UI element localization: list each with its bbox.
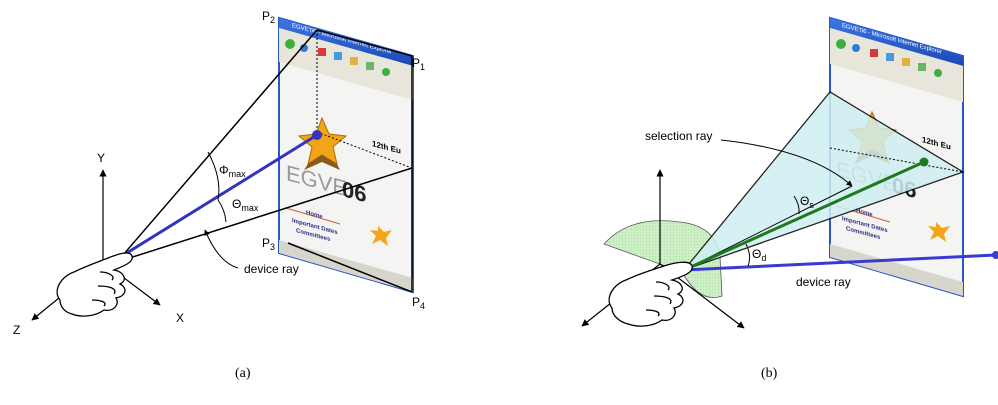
frustum-a (116, 29, 413, 293)
selection-hit-point-b (919, 157, 929, 167)
caption-b: (b) (761, 366, 778, 381)
point-p3-a: P3 (262, 236, 275, 252)
hand-cone-b (603, 220, 723, 298)
device-ray-end-b (992, 251, 998, 259)
logo-star-a (297, 116, 348, 170)
axis-y-label-a: Y (97, 151, 105, 165)
angle-theta-s-b: Θs (800, 194, 814, 210)
toolbar-icons-a (285, 39, 390, 76)
browser-window-b: EGVE'06 - Microsoft Internet Explorer EG… (829, 16, 964, 298)
device-ray-b (683, 253, 997, 272)
selection-cone-b (682, 91, 965, 272)
point-p1-a: P1 (412, 56, 425, 72)
selection-ray-label-b: selection ray (645, 129, 712, 143)
window-titlebar-a (279, 18, 413, 66)
cone-guide-b (829, 147, 964, 173)
caption-a: (a) (235, 366, 251, 381)
selection-ray-b (683, 160, 925, 272)
angle-theta-max-a: Θmax (232, 197, 259, 213)
device-ray-label-a: device ray (244, 262, 299, 276)
device-ray-label-b: device ray (796, 275, 851, 289)
point-p4-a: P4 (412, 295, 425, 311)
angle-phi-max-a: Φmax (219, 163, 246, 179)
angle-arcs-b (745, 195, 800, 267)
device-ray-a (121, 133, 318, 258)
hand-a (56, 252, 133, 317)
point-p2-a: P2 (262, 9, 275, 25)
selection-ray-pointer-b (720, 139, 853, 187)
angle-theta-d-b: Θd (752, 247, 766, 263)
panel-b: EGVE'06 - Microsoft Internet Explorer EG… (581, 16, 998, 381)
nav-link-home-b[interactable]: Home (856, 207, 873, 218)
ray-hit-point-a (312, 130, 322, 140)
projection-guides-a (316, 30, 413, 169)
axis-z-label-a: Z (13, 323, 20, 337)
panel-a: EGVE'06 - Microsoft Internet Explorer EG… (13, 9, 425, 381)
toolbar-icons-b (836, 39, 942, 77)
axis-x-label-a: X (176, 311, 184, 325)
nav-link-home-a[interactable]: Home (306, 209, 323, 220)
hand-b (608, 261, 693, 327)
angle-arcs-a (207, 151, 227, 223)
device-ray-pointer-a (204, 229, 239, 269)
window-titlebar-b (830, 18, 963, 66)
browser-window-a: EGVE'06 - Microsoft Internet Explorer EG… (278, 16, 414, 294)
